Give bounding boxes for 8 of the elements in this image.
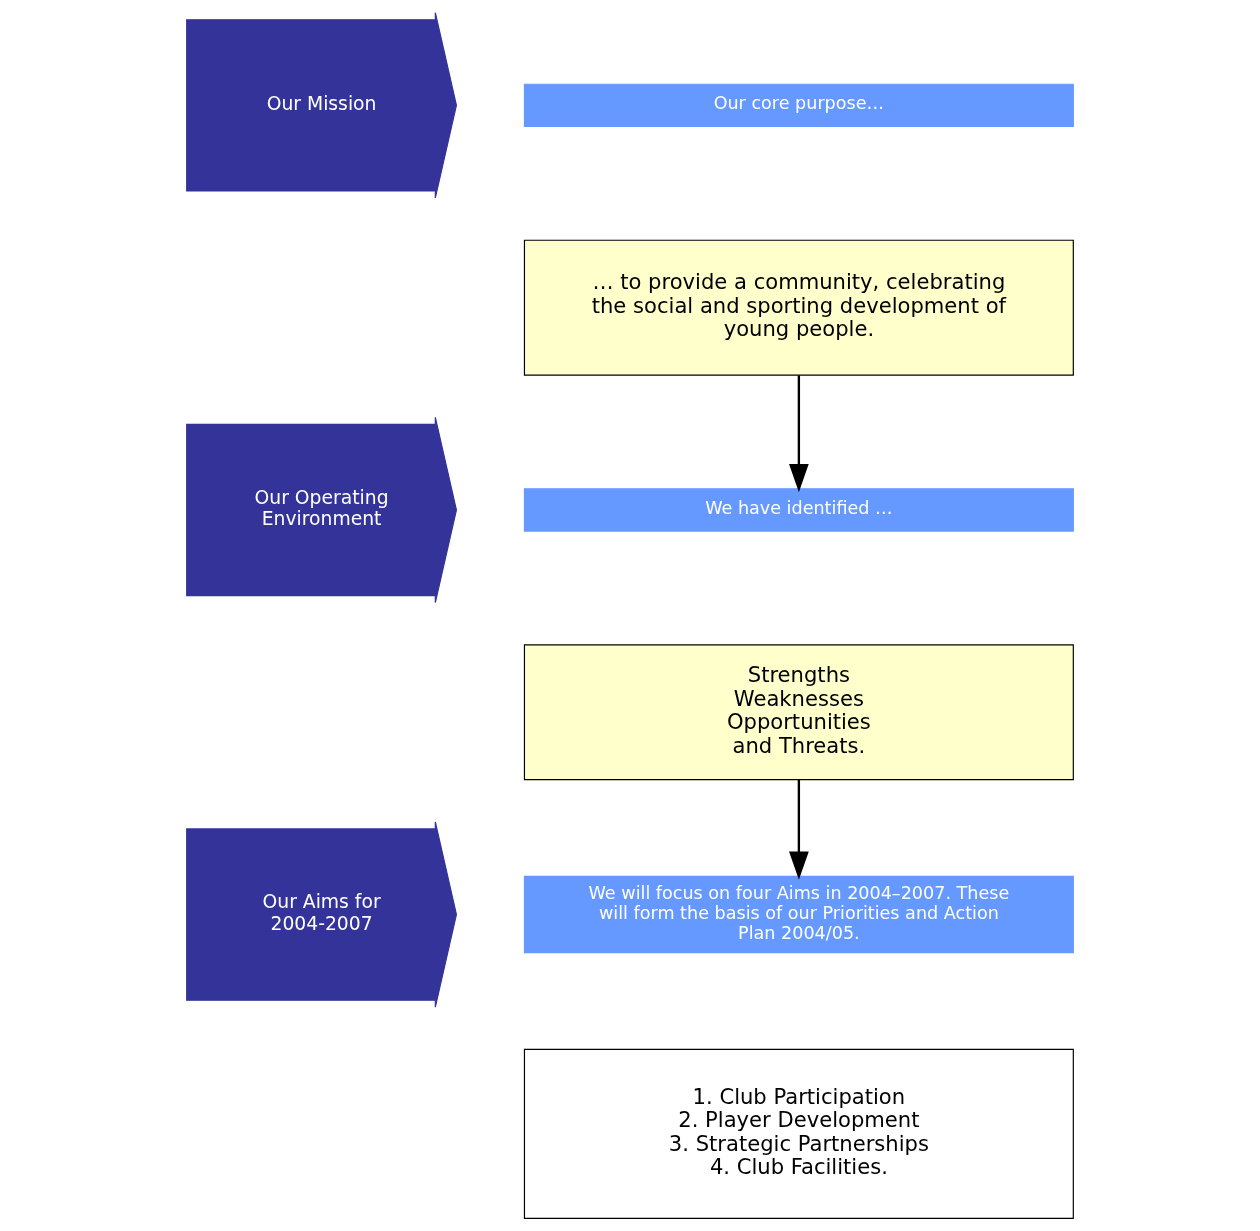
node-box: 1. Club Participation 2. Player Development 3. Strategic Partnerships 4. Club Facilities. <box>523 1048 1074 1219</box>
arrow <box>789 375 809 493</box>
node-box: Our core purpose… <box>523 83 1074 128</box>
arrow <box>789 780 809 880</box>
node-box: We will focus on four Aims in 2004–2007. These will form the basis of our Priorities and Action Plan 2004/05. <box>523 875 1074 954</box>
node-box: We have identified … <box>523 488 1074 532</box>
node-box: Strengths Weaknesses Opportunities and Threats. <box>523 644 1074 781</box>
node-box: … to provide a community, celebrating the social and sporting development of young people. <box>523 239 1074 376</box>
